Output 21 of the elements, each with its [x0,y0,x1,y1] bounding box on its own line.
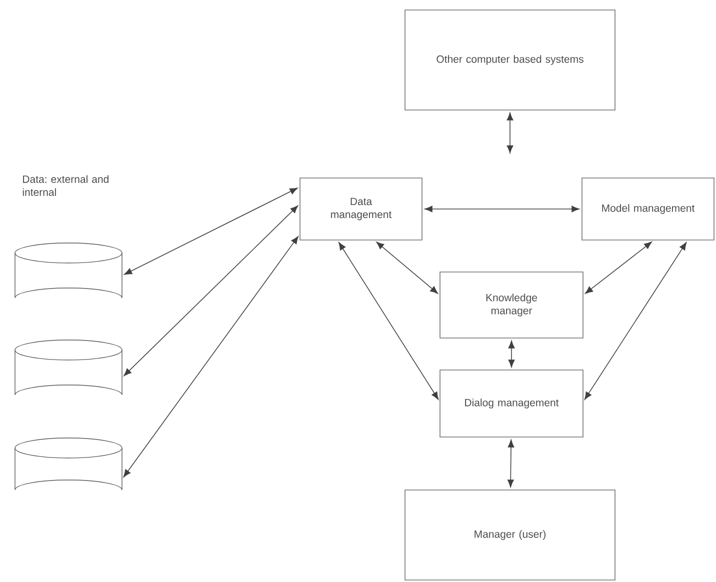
process-box: Model management [582,178,714,240]
cylinder [14,242,122,298]
process-box: Data management [300,178,422,240]
process-box: Other computer based systems [404,10,616,110]
arrow [376,242,438,294]
arrow [123,236,298,478]
process-box: Knowledge manager [440,272,584,338]
process-box: Dialog management [440,370,584,438]
cylinder [14,438,122,490]
arrow [508,340,515,368]
arrow [506,112,514,154]
cylinder [14,340,122,396]
arrow [585,242,652,294]
process-box: Manager (user) [404,490,616,580]
arrow [124,205,298,376]
arrow [124,188,298,275]
data-label: Data: external and internal [22,175,108,196]
arrow [338,242,439,400]
arrow [424,206,580,212]
arrow [507,440,514,488]
arrow [584,242,687,400]
